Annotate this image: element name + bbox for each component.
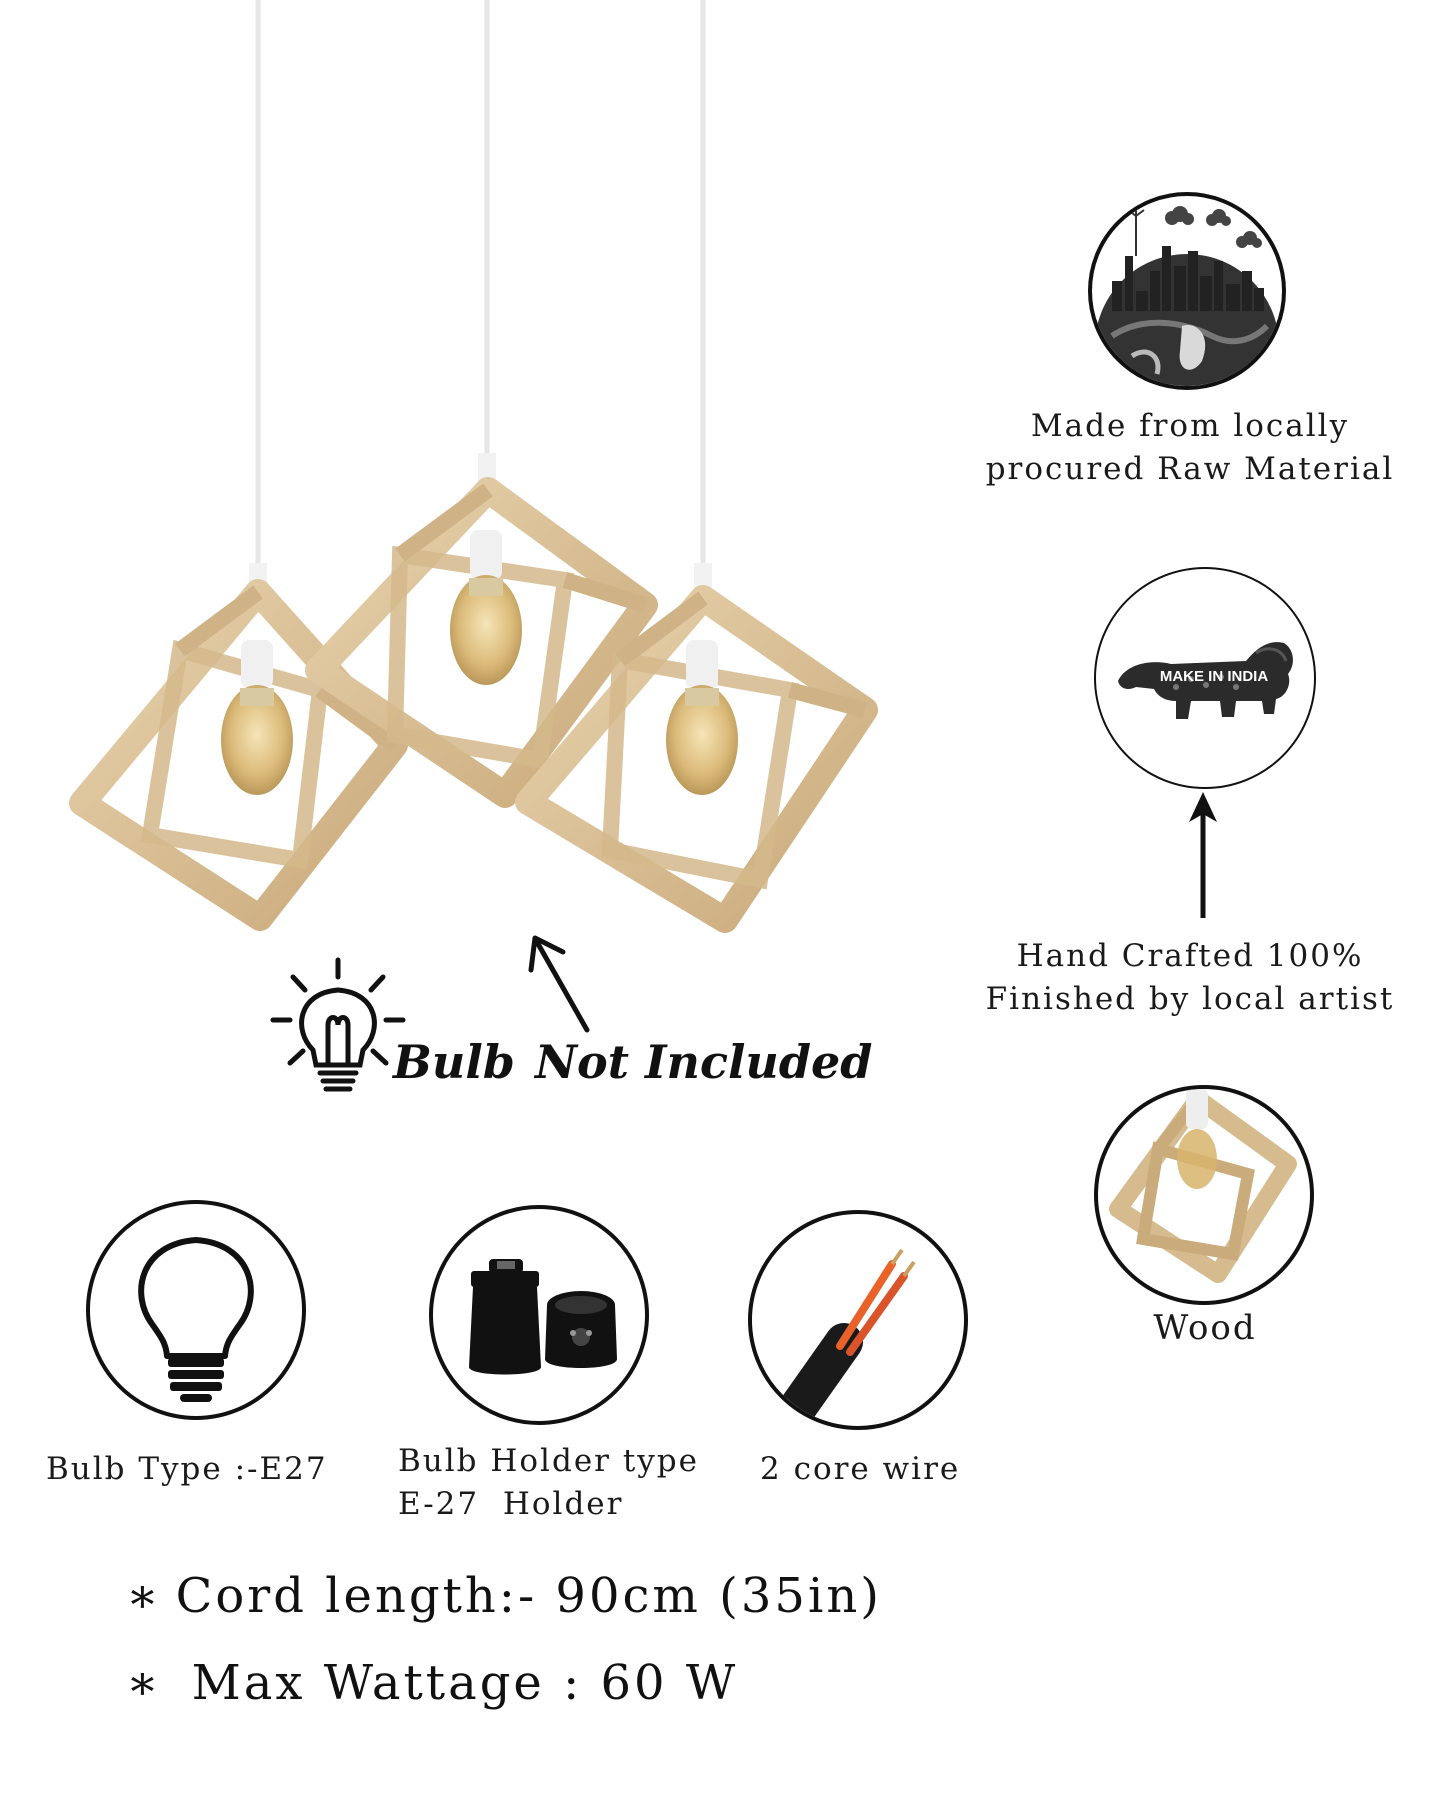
- wire-label: 2 core wire: [760, 1451, 961, 1487]
- wooden-cube-icon: [1094, 1085, 1314, 1305]
- bulb-rays-icon: [268, 955, 408, 1095]
- bulb-label: Bulb: [393, 1035, 515, 1089]
- bulb-icon: [86, 1200, 306, 1420]
- pendant-right: [515, 563, 878, 933]
- cord-length-line: ∗Cord length:- 90cm (35in): [126, 1568, 882, 1624]
- pendant-middle: [305, 453, 658, 808]
- earth-city-icon: [1088, 192, 1286, 390]
- lion-icon: MAKE IN INDIA: [1118, 642, 1293, 719]
- make-in-india-logo-text: MAKE IN INDIA: [1160, 668, 1269, 685]
- wood-caption: Wood: [1153, 1308, 1257, 1348]
- pendant-lamps-illustration: [69, 0, 878, 933]
- max-wattage-text: Max Wattage : 60 W: [191, 1655, 739, 1711]
- hand-crafted-line1: Hand Crafted 100%: [1016, 938, 1364, 974]
- local-material-caption: Made from locally procured Raw Material: [960, 405, 1420, 491]
- hand-crafted-caption: Hand Crafted 100% Finished by local arti…: [960, 935, 1420, 1021]
- pendant-left: [69, 563, 408, 931]
- product-image: [0, 0, 960, 940]
- hand-crafted-line2: Finished by local artist: [985, 981, 1395, 1017]
- holder-icon: [429, 1205, 649, 1425]
- bulb-holder-line1: Bulb Holder type: [398, 1443, 699, 1479]
- make-in-india-badge: MAKE IN INDIA: [1094, 567, 1316, 789]
- arrow-up-icon: [1183, 790, 1223, 920]
- cord-length-text: Cord length:- 90cm (35in): [175, 1568, 882, 1624]
- bullet-star-icon: ∗: [126, 1655, 162, 1711]
- bullet-star-icon: ∗: [126, 1568, 162, 1624]
- local-material-line2: procured Raw Material: [985, 451, 1395, 487]
- local-material-line1: Made from locally: [1030, 408, 1350, 444]
- wire-icon: [748, 1210, 968, 1430]
- bulb-type-label: Bulb Type :-E27: [46, 1451, 328, 1487]
- max-wattage-line: ∗ Max Wattage : 60 W: [126, 1655, 738, 1711]
- arrow-up-left-icon: [525, 930, 595, 1035]
- bulb-holder-label: Bulb Holder type E-27 Holder: [398, 1440, 699, 1526]
- bulb-holder-line2: E-27 Holder: [398, 1486, 624, 1522]
- not-included-label: Not Included: [535, 1035, 873, 1089]
